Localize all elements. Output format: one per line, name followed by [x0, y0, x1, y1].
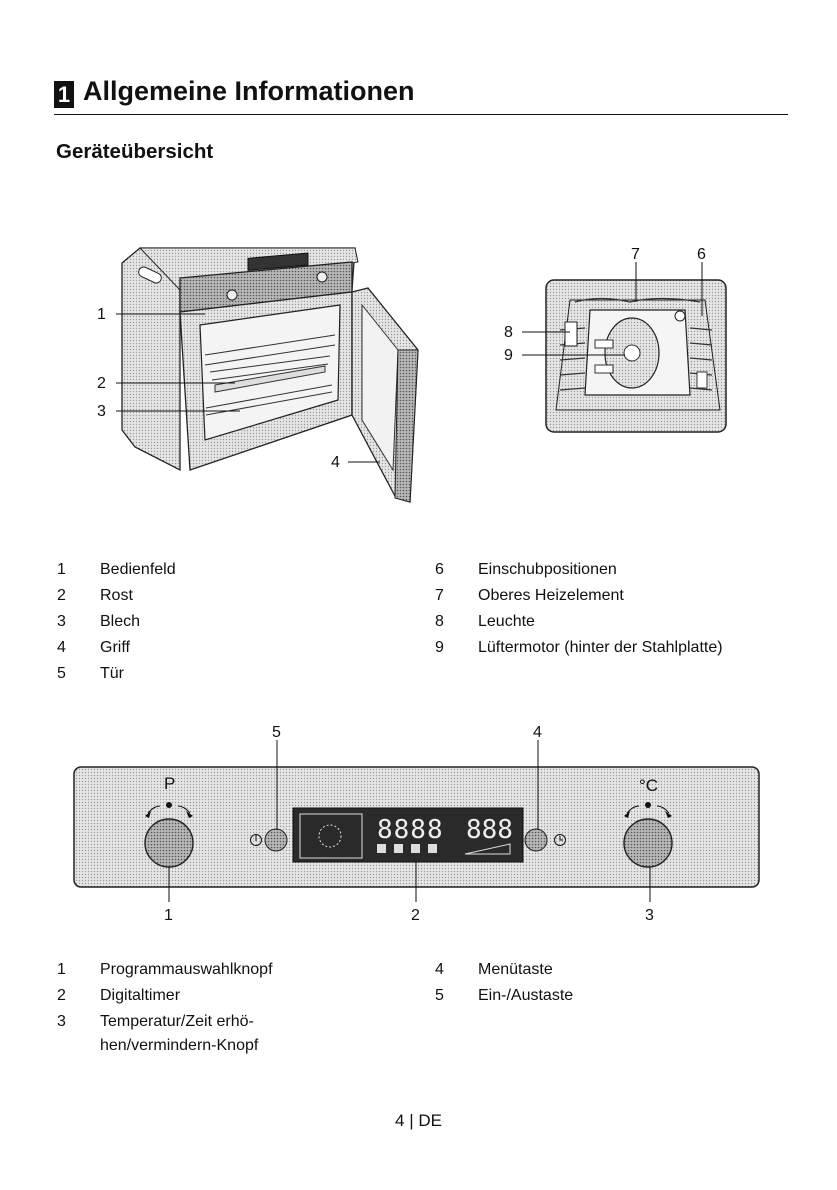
program-knob [144, 818, 194, 868]
callout-9: 9 [504, 347, 513, 364]
display-big-digits: 8888 [377, 815, 444, 845]
knob-left-label: P [164, 774, 175, 793]
display-small-digits: 888 [466, 815, 513, 845]
callout-2: 2 [97, 375, 106, 392]
callout-1: 1 [164, 907, 173, 924]
callout-7: 7 [631, 246, 640, 263]
chapter-title: Allgemeine Informationen [83, 76, 415, 106]
chapter-rule [54, 114, 788, 115]
callout-1: 1 [97, 306, 106, 323]
chapter-number-badge: 1 [54, 81, 74, 108]
control-panel-figure: P 8888 888 °C 5 4 1 2 3 [73, 724, 760, 924]
power-button [264, 828, 288, 852]
callout-4: 4 [533, 724, 542, 741]
callout-4: 4 [331, 454, 340, 471]
callout-2: 2 [411, 907, 420, 924]
callout-3: 3 [645, 907, 654, 924]
callout-5: 5 [272, 724, 281, 741]
knob-right-label: °C [639, 776, 658, 795]
callout-6: 6 [697, 246, 706, 263]
callout-3: 3 [97, 403, 106, 420]
callout-8: 8 [504, 324, 513, 341]
temperature-knob [623, 818, 673, 868]
menu-button [524, 828, 548, 852]
oven-perspective-figure: 1 2 3 4 7 6 8 9 [97, 246, 727, 503]
section-title: Geräteübersicht [56, 140, 214, 163]
page-footer: 4 | DE [395, 1111, 442, 1130]
